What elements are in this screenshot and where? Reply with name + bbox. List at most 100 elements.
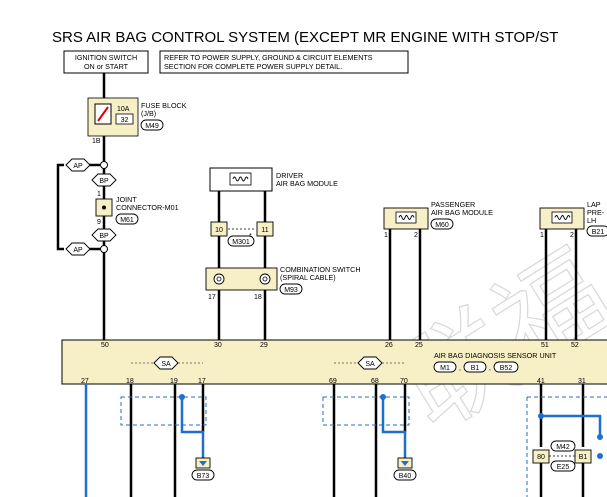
bp-tag: BP: [91, 173, 117, 187]
diag-pin-50: 50: [101, 342, 109, 349]
diag-pin-51: 51: [541, 342, 549, 349]
joint-connector-label: JOINT: [116, 195, 137, 204]
spiral-cable-icon: [259, 273, 271, 285]
svg-text:BP: BP: [99, 178, 109, 185]
connector-pin-80: 80: [537, 454, 545, 461]
passenger-connector-code: M60: [435, 222, 449, 229]
diag-pin-27: 27: [81, 378, 89, 385]
spiral-cable-icon: [213, 273, 225, 285]
fuse-block-sub: (J/B): [141, 109, 156, 118]
diag-pin-52: 52: [571, 342, 579, 349]
squib-icon: [551, 211, 573, 224]
diag-connector-tags: M1 , B1 , B52: [433, 361, 519, 373]
joint-connector-code: M61: [120, 217, 134, 224]
spiral-cable-icon: [262, 276, 268, 282]
power-supply-note-line2: SECTION FOR COMPLETE POWER SUPPLY DETAIL…: [164, 62, 342, 71]
spiral-cable-icon: [216, 276, 222, 282]
svg-text:SA: SA: [161, 361, 171, 368]
diagram-title: SRS AIR BAG CONTROL SYSTEM (EXCEPT MR EN…: [52, 29, 558, 46]
lap-module-side: LH: [587, 216, 596, 225]
connector-pin-box: [532, 449, 550, 464]
power-supply-note-box: [159, 50, 409, 74]
lap-module-sub: PRE-: [587, 208, 605, 217]
shield-drain-wire: [180, 397, 205, 458]
diag-pin-18: 18: [126, 378, 134, 385]
diag-unit-label: AIR BAG DIAGNOSIS SENSOR UNIT: [434, 351, 557, 360]
bp-tag: BP: [91, 228, 117, 242]
connector-code-m42: M42: [556, 444, 570, 451]
diag-pin-68: 68: [371, 378, 379, 385]
diag-pin-41: 41: [537, 378, 545, 385]
svg-text:AP: AP: [73, 247, 83, 254]
connector-pin-box: [574, 449, 592, 464]
combination-switch-label: COMBINATION SWITCH: [280, 265, 361, 274]
shield-junction: [597, 453, 603, 459]
fuse-icon: [97, 106, 109, 122]
passenger-connector-tag: [430, 218, 454, 230]
diag-pin-70: 70: [400, 378, 408, 385]
squib-icon: [229, 172, 252, 186]
lap-pin-b: 2: [570, 232, 574, 239]
ground-connector-b40: B40: [393, 457, 417, 481]
svg-text:B40: B40: [399, 473, 412, 480]
connector-pin-b1: B1: [579, 454, 588, 461]
svg-text:B52: B52: [500, 365, 513, 372]
svg-text:BP: BP: [99, 233, 109, 240]
ap-tag: AP: [65, 242, 91, 256]
fuse-block-label: FUSE BLOCK: [141, 101, 187, 110]
svg-text:SA: SA: [365, 361, 375, 368]
combination-switch-tag: [279, 283, 303, 295]
joint-pin-top: 1: [97, 191, 101, 198]
passenger-module-sub: AIR BAG MODULE: [431, 208, 493, 217]
passenger-module-label: PASSENGER: [431, 200, 475, 209]
connector-code-e25: E25: [557, 464, 570, 471]
svg-text:,: ,: [489, 365, 491, 372]
svg-text:B1: B1: [471, 365, 480, 372]
shield-drain-wire: [381, 397, 407, 458]
power-supply-note-line1: REFER TO POWER SUPPLY, GROUND & CIRCUIT …: [164, 53, 373, 62]
lap-module-label: LAP: [587, 200, 601, 209]
diag-pin-30: 30: [214, 342, 222, 349]
lap-connector-tag: [586, 225, 607, 237]
sa-tag: SA: [357, 356, 383, 370]
ground-connector-b73: B73: [191, 457, 215, 481]
squib-icon: [395, 211, 417, 224]
fuse-pin: 1B: [92, 138, 101, 145]
driver-connector-tag: [227, 235, 255, 247]
fuse-connector: M49: [145, 123, 159, 130]
ignition-switch-state: ON or START: [84, 62, 129, 71]
combination-switch-pin-b: 18: [254, 294, 262, 301]
shield-drain-wire: [541, 414, 602, 437]
ap-tag: AP: [65, 158, 91, 172]
diag-pin-69: 69: [329, 378, 337, 385]
shield-junction: [597, 434, 603, 440]
joint-connector-tag: [115, 213, 139, 225]
joint-connector-sub: CONNECTOR-M01: [116, 203, 179, 212]
squib-coil-icon: [398, 215, 415, 220]
junction-node: [100, 161, 108, 169]
combination-switch-box: [205, 267, 278, 291]
fuse-connector-tag: [140, 119, 164, 131]
passenger-pin-a: 1: [384, 232, 388, 239]
diag-pin-25: 25: [415, 342, 423, 349]
diag-pin-26: 26: [385, 342, 393, 349]
combination-switch-pin-a: 17: [208, 294, 216, 301]
sa-tag: SA: [153, 356, 179, 370]
passenger-pin-b: 2: [414, 232, 418, 239]
junction-node: [100, 245, 108, 253]
driver-connector-code: M301: [232, 239, 250, 246]
svg-text:11: 11: [261, 227, 268, 234]
joint-connector-node: [102, 205, 106, 210]
shield-outline: [120, 396, 207, 426]
diag-pin-19: 19: [170, 378, 178, 385]
svg-text:10: 10: [215, 227, 223, 234]
squib-coil-icon: [232, 176, 249, 182]
shield-outline: [322, 396, 410, 426]
squib-coil-icon: [554, 215, 571, 220]
ignition-switch-label: IGNITION SWITCH: [75, 53, 137, 62]
lap-pin-a: 1: [540, 232, 544, 239]
svg-text:M1: M1: [440, 365, 450, 372]
ignition-switch-box: [63, 50, 149, 74]
svg-text:B73: B73: [197, 473, 210, 480]
